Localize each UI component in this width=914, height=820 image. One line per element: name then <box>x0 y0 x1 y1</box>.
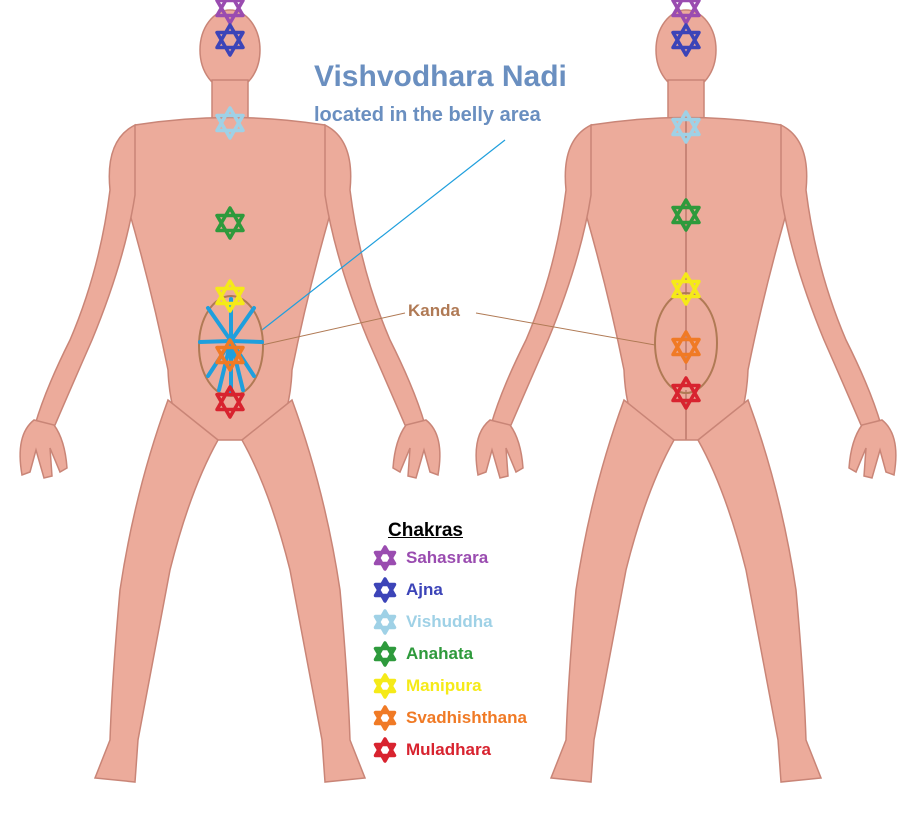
kanda-oval-back <box>654 292 718 394</box>
star-icon <box>373 545 397 571</box>
star-icon <box>373 577 397 603</box>
legend-item-sahasrara: Sahasrara <box>370 542 527 574</box>
front-star-muladhara <box>215 385 245 419</box>
legend-label: Muladhara <box>406 740 492 759</box>
front-star-anahata <box>215 206 245 240</box>
diagram-title: Vishvodhara Nadi <box>314 60 567 93</box>
legend-label: Ajna <box>406 580 443 599</box>
front-star-vishuddha <box>215 106 245 140</box>
star-icon <box>373 705 397 731</box>
star-icon <box>373 673 397 699</box>
diagram-subtitle: located in the belly area <box>314 104 541 126</box>
star-icon <box>373 737 397 763</box>
front-star-ajna <box>215 23 245 57</box>
star-icon <box>373 641 397 667</box>
nadi-callout-line <box>261 139 506 331</box>
legend-label: Anahata <box>406 644 474 663</box>
back-star-muladhara <box>671 376 701 410</box>
back-star-manipura <box>671 272 701 306</box>
back-star-ajna <box>671 23 701 57</box>
kanda-callout-line-back <box>475 312 656 346</box>
legend-title: Chakras <box>388 520 463 541</box>
legend-item-ajna: Ajna <box>370 574 527 606</box>
legend-label: Manipura <box>406 676 482 695</box>
star-icon <box>373 609 397 635</box>
back-star-vishuddha <box>671 110 701 144</box>
legend-item-muladhara: Muladhara <box>370 734 527 766</box>
back-star-svadhishthana <box>671 330 701 364</box>
legend-item-svadhishthana: Svadhishthana <box>370 702 527 734</box>
legend-label: Sahasrara <box>406 548 489 567</box>
front-star-manipura <box>215 279 245 313</box>
legend-item-manipura: Manipura <box>370 670 527 702</box>
legend-item-vishuddha: Vishuddha <box>370 606 527 638</box>
legend-label: Svadhishthana <box>406 708 527 727</box>
kanda-callout-line-front <box>261 312 406 346</box>
back-star-sahasrara <box>671 0 701 25</box>
front-star-svadhishthana <box>215 338 245 372</box>
back-figure <box>475 9 897 783</box>
legend-item-anahata: Anahata <box>370 638 527 670</box>
front-star-sahasrara <box>215 0 245 25</box>
kanda-label: Kanda <box>408 301 460 320</box>
back-star-anahata <box>671 198 701 232</box>
legend-label: Vishuddha <box>406 612 493 631</box>
body-chakra-stars <box>215 0 701 419</box>
